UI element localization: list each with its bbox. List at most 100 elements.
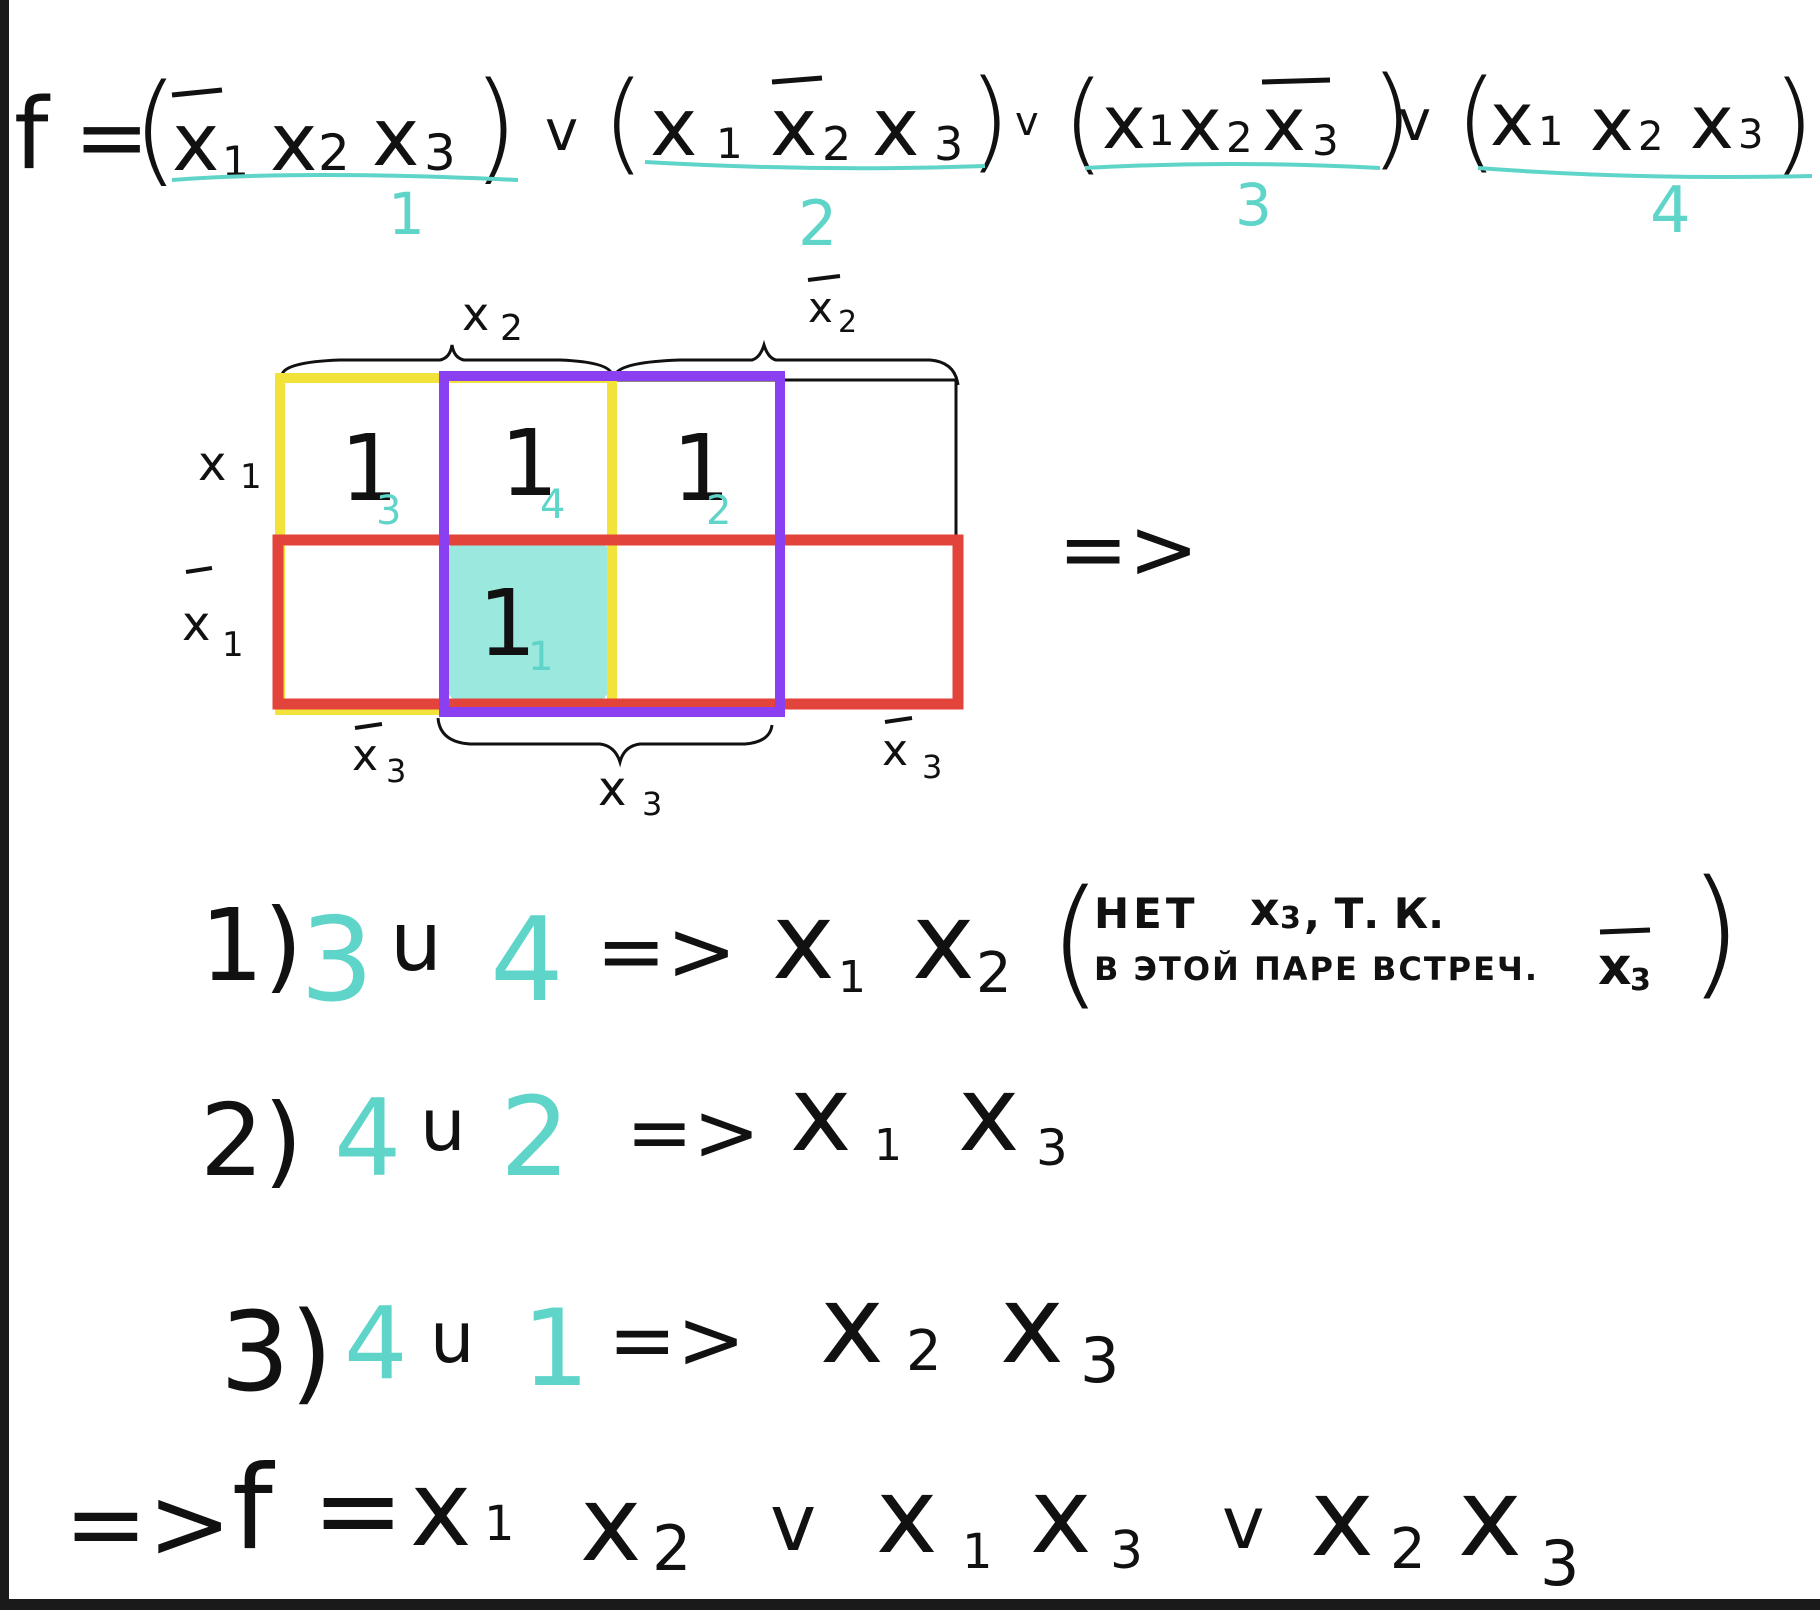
step-1-conj: u <box>390 895 442 990</box>
final-term-2-var-1-index: 1 <box>962 1524 993 1580</box>
term-1: x 1 x 2 x 3 ) 1 <box>171 58 519 248</box>
step-1-note-paren-open: ( <box>1048 861 1103 1024</box>
step-2-conj: u <box>420 1083 466 1167</box>
kmap-row-label-2-index: 1 <box>222 625 244 665</box>
kmap-top-label-2-index: 2 <box>838 305 857 340</box>
kmap-bottom-label-2-index: 3 <box>642 785 662 823</box>
term-3-var-3: x <box>1262 82 1306 168</box>
term-4-var-1: x <box>1490 77 1534 163</box>
term-3-var-3-bar <box>1261 77 1331 85</box>
kmap-bottom-label-3: x <box>882 725 908 776</box>
or-3: v <box>1398 89 1431 154</box>
kmap-bottom-label-2: x <box>598 761 626 817</box>
kmap-row-label-2-bar <box>185 566 213 574</box>
term-4-underline <box>1477 166 1813 179</box>
term-4-var-3-index: 3 <box>1738 112 1763 158</box>
step-2-term-a: 4 <box>334 1077 401 1200</box>
paren-open-3: ( <box>1062 58 1105 186</box>
karnaugh-map: x 2 x 2 x 1 x 1 1 3 1 4 1 2 <box>182 274 1199 823</box>
term-2-var-2-bar <box>771 75 823 85</box>
step-2-arrow: => <box>626 1086 760 1179</box>
term-1-var-3: x <box>372 91 419 184</box>
term-4-var-1-index: 1 <box>1538 109 1563 155</box>
step-2-result-var-2-index: 3 <box>1036 1119 1068 1177</box>
formula-lhs: f <box>14 78 51 192</box>
step-1: 1) 3 u 4 => x 1 x 2 ( НЕТ x 3 , Т. К. В … <box>200 851 1743 1028</box>
step-1-note-line-2-var-index: 3 <box>1630 963 1651 998</box>
kmap-cell-0-0-tag: 3 <box>376 488 401 534</box>
group-purple <box>439 371 785 717</box>
kmap-row-label-1: x <box>198 436 226 492</box>
step-1-note-paren-close: ) <box>1688 851 1743 1014</box>
term-3-paren-close: ) <box>1370 53 1413 181</box>
or-1: v <box>545 99 578 164</box>
term-1-paren-close: ) <box>472 58 519 197</box>
paren-open-2: ( <box>602 58 645 186</box>
term-2-var-3: x <box>872 81 919 174</box>
kmap-cell-1-1-tag: 1 <box>528 634 553 680</box>
step-3-term-b: 1 <box>522 1287 589 1410</box>
kmap-cell-0-1-tag: 4 <box>540 482 565 528</box>
final-term-1-var-2-index: 2 <box>652 1512 691 1585</box>
term-2-paren-close: ) <box>968 56 1011 184</box>
step-1-term-b: 4 <box>490 893 564 1028</box>
final-or-2: v <box>1222 1481 1265 1565</box>
term-3-var-3-index: 3 <box>1312 116 1339 165</box>
term-4-label: 4 <box>1650 174 1691 248</box>
step-1-arrow: => <box>596 902 737 1000</box>
kmap-row-label-2: x <box>182 596 210 652</box>
step-2: 2) 4 u 2 => x 1 x 3 <box>200 1053 1068 1201</box>
kmap-bottom-brace <box>436 717 774 768</box>
term-2-var-2-index: 2 <box>822 117 851 171</box>
group-red <box>272 534 964 710</box>
step-3-result-var-2-index: 3 <box>1080 1324 1119 1397</box>
term-1-var-1-bar <box>171 87 223 98</box>
or-2: v <box>1015 99 1039 145</box>
kmap-cell-0-2-tag: 2 <box>706 488 731 534</box>
formula-line: f = ( x 1 x 2 x 3 ) 1 v ( x 1 x 2 x 3 ) <box>14 53 1815 260</box>
term-1-label: 1 <box>388 180 425 248</box>
term-2-var-2: x <box>770 81 817 174</box>
final-term-2-var-2-index: 3 <box>1110 1521 1143 1581</box>
kmap-cell-0-0-value: 1 <box>340 415 399 522</box>
step-1-note-line-1-text: НЕТ <box>1094 889 1199 938</box>
term-4-var-2: x <box>1590 82 1634 168</box>
kmap-bottom-label-3-index: 3 <box>922 748 942 786</box>
step-1-note-line-1-var: x <box>1250 882 1280 936</box>
step-2-result-var-2: x <box>958 1053 1020 1175</box>
kmap-bottom-label-1-index: 3 <box>386 752 406 790</box>
step-3-arrow: => <box>608 1293 745 1388</box>
kmap-top-brace-1 <box>280 344 614 376</box>
final-result: => f = x 1 x 2 v x 1 x 3 v x 2 x 3 <box>64 1441 1579 1600</box>
kmap-top-label-1-index: 2 <box>500 308 523 349</box>
step-1-result-var-1-index: 1 <box>838 952 866 1003</box>
term-3-var-2: x <box>1178 82 1222 168</box>
final-term-2-var-1: x <box>876 1455 938 1577</box>
step-1-term-a: 3 <box>300 893 374 1028</box>
step-2-term-b: 2 <box>500 1073 570 1201</box>
final-equals: = <box>312 1446 404 1574</box>
term-3-var-1: x <box>1102 80 1146 166</box>
kmap-top-label-2-bar <box>807 274 841 282</box>
frame-left-edge <box>0 0 9 1610</box>
step-2-number: 2) <box>200 1082 303 1199</box>
term-1-var-1: x <box>172 96 219 189</box>
kmap-cell-0-2-value: 1 <box>672 415 731 522</box>
kmap-arrow: => <box>1058 500 1199 598</box>
kmap-bottom-label-1: x <box>352 730 378 781</box>
term-3-label: 3 <box>1235 171 1272 239</box>
final-arrow: => <box>64 1465 232 1582</box>
final-lhs: f <box>232 1441 276 1576</box>
paren-open-4: ( <box>1455 56 1498 184</box>
paren-open: ( <box>132 60 179 199</box>
term-2-var-3-index: 3 <box>934 117 963 171</box>
term-4-paren-close: ) <box>1772 58 1815 186</box>
kmap-top-label-2: x <box>808 283 833 332</box>
step-3-result-var-2: x <box>1000 1263 1064 1388</box>
term-1-var-3-index: 3 <box>424 124 456 182</box>
kmap-bottom-label-1-bar <box>354 722 383 730</box>
term-4: x 1 x 2 x 3 ) 4 <box>1477 58 1815 248</box>
step-3-result-var-1-index: 2 <box>906 1319 942 1384</box>
kmap-top-brace-2 <box>613 339 960 386</box>
